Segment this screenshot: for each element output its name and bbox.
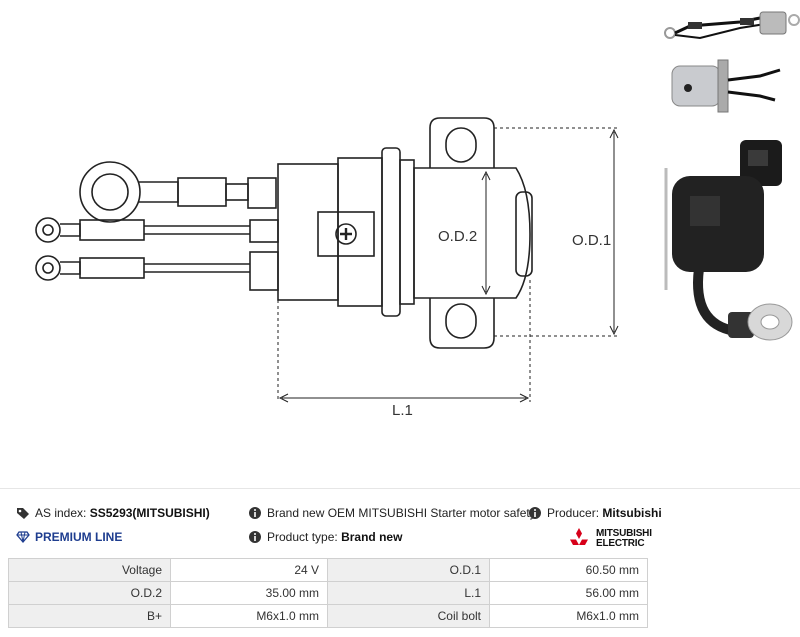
as-index-value[interactable]: SS5293(MITSUBISHI) <box>89 506 210 520</box>
product-type-label: Product type: <box>267 530 338 544</box>
product-type-row: Product type: Brand new <box>248 530 402 544</box>
info-icon <box>249 531 261 543</box>
od1-label: O.D.1 <box>572 232 611 249</box>
spec-label: Voltage <box>8 558 171 582</box>
info-icon <box>529 507 541 519</box>
as-index-label: AS index: <box>35 506 87 520</box>
technical-drawing: O.D.2 O.D.1 L.1 <box>35 11 800 419</box>
solenoid-outline <box>35 117 533 349</box>
table-row: Voltage 24 V O.D.1 60.50 mm <box>8 558 648 582</box>
producer-row: Producer: Mitsubishi <box>528 506 662 520</box>
description-row: Brand new OEM MITSUBISHI Starter motor s… <box>248 506 537 520</box>
product-photo-leads <box>664 11 800 40</box>
dimension-lines <box>277 127 619 403</box>
info-icon <box>249 507 261 519</box>
product-photo-can <box>671 59 781 113</box>
description-text: Brand new OEM MITSUBISHI Starter motor s… <box>267 506 537 520</box>
premium-line-label: PREMIUM LINE <box>35 530 123 544</box>
spec-value: M6x1.0 mm <box>170 604 328 628</box>
table-row: B+ M6x1.0 mm Coil bolt M6x1.0 mm <box>8 604 648 628</box>
diamond-icon <box>16 531 30 543</box>
spec-label: L.1 <box>327 581 490 605</box>
l1-label: L.1 <box>392 402 413 419</box>
producer-label: Producer: <box>547 506 600 520</box>
as-index-row: AS index: SS5293(MITSUBISHI) <box>16 506 210 520</box>
spec-value: 35.00 mm <box>170 581 328 605</box>
brand-line2: ELECTRIC <box>596 538 645 549</box>
spec-value: M6x1.0 mm <box>489 604 648 628</box>
od2-label: O.D.2 <box>438 228 477 245</box>
spec-label: O.D.2 <box>8 581 171 605</box>
specs-table: Voltage 24 V O.D.1 60.50 mm O.D.2 35.00 … <box>8 558 648 628</box>
spec-label: Coil bolt <box>327 604 490 628</box>
producer-value[interactable]: Mitsubishi <box>602 506 662 520</box>
spec-value: 60.50 mm <box>489 558 648 582</box>
mitsubishi-logo: MITSUBISHI ELECTRIC <box>566 528 652 550</box>
spec-label: B+ <box>8 604 171 628</box>
product-photo-closeup <box>664 140 793 341</box>
tag-icon <box>17 508 29 519</box>
section-divider <box>0 488 800 489</box>
product-type-value: Brand new <box>341 530 403 544</box>
three-diamonds-icon <box>570 528 588 545</box>
spec-label: O.D.1 <box>327 558 490 582</box>
table-row: O.D.2 35.00 mm L.1 56.00 mm <box>8 581 648 605</box>
spec-value: 24 V <box>170 558 328 582</box>
premium-line-row: PREMIUM LINE <box>16 530 122 544</box>
brand-line1: MITSUBISHI <box>596 528 652 539</box>
spec-value: 56.00 mm <box>489 581 648 605</box>
